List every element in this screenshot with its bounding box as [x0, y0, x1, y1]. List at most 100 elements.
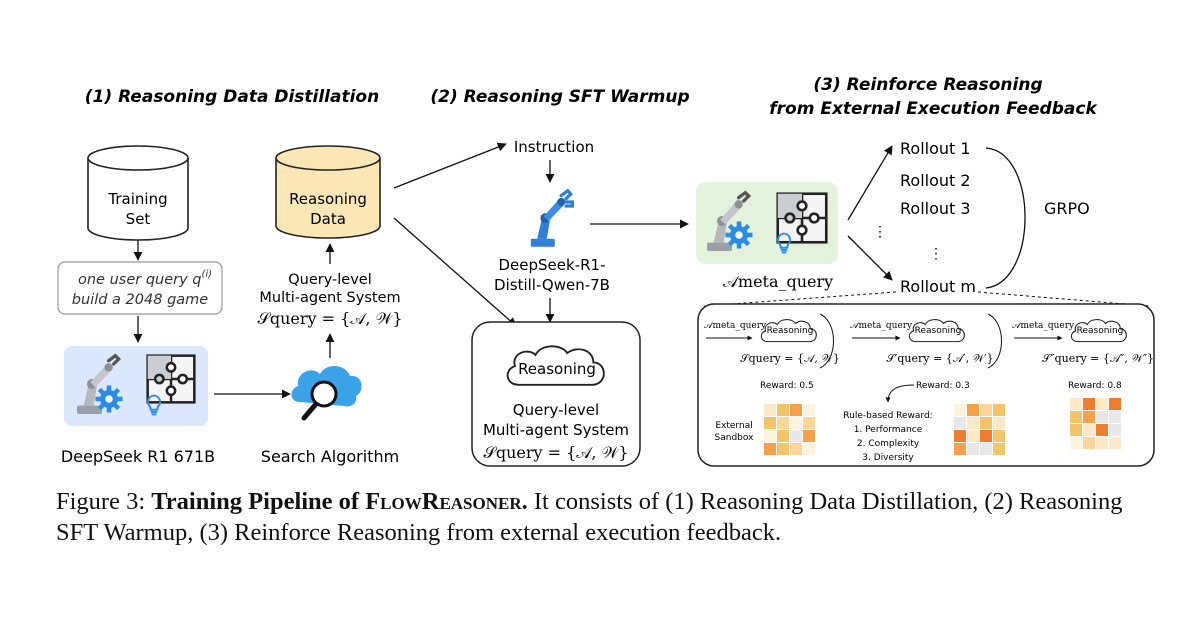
game-tile — [954, 430, 966, 442]
user-query-box: one user query q(i) build a 2048 game — [57, 261, 223, 315]
game-tile — [967, 404, 979, 416]
game-tile — [993, 443, 1005, 455]
detail-step3-reward: Reward: 0.8 — [1068, 381, 1122, 391]
game-tile — [1096, 437, 1108, 449]
training-set-label-2: Set — [126, 210, 151, 228]
zoom-line-right — [977, 291, 1151, 307]
game-tile — [967, 417, 979, 429]
game-tile — [980, 417, 992, 429]
grpo-label: GRPO — [1044, 199, 1090, 218]
game-tile — [803, 404, 815, 416]
search-algorithm-label: Search Algorithm — [261, 447, 399, 466]
meta-puzzle-icon — [776, 192, 828, 244]
game-tile — [954, 404, 966, 416]
game-tile — [790, 404, 802, 416]
caption-rest: It consists of (1) Reasoning Data Distil… — [56, 488, 1123, 546]
game-tile — [1096, 398, 1108, 410]
detail-step1-bracket — [819, 313, 834, 369]
instruction-label: Instruction — [514, 138, 594, 156]
stage2-heading: (2) Reasoning SFT Warmup — [430, 87, 689, 107]
game-tile — [803, 443, 815, 455]
game-tile — [1096, 424, 1108, 436]
detail-step2-bracket — [987, 313, 1002, 369]
arrow-meta-rolloutm — [847, 235, 893, 281]
game-tile — [777, 417, 789, 429]
stage2-model-line1: DeepSeek-R1- — [499, 256, 606, 274]
stage2-model-line2: Distill-Qwen-7B — [494, 276, 610, 294]
detail-step1-agent: 𝒜meta_query — [704, 321, 767, 331]
game-tile — [764, 430, 776, 442]
stage2-mas-line1: Query-level — [513, 401, 599, 419]
deepseek-distill-robot-icon — [528, 188, 575, 249]
reward-feedback-arrow — [885, 384, 915, 403]
stage3-heading-line2: from External Execution Feedback — [769, 99, 1098, 119]
rollout-vdots-right: ⋮ — [929, 245, 943, 261]
caption-bold: Training Pipeline of FlowReasoner. — [151, 488, 528, 515]
arrow-meta-rollout1 — [847, 145, 893, 221]
game-board-2 — [954, 404, 1005, 455]
game-tile — [1096, 411, 1108, 423]
rule-item-2: 2. Complexity — [857, 439, 920, 449]
detail-step1-cloud-label: Reasoning — [767, 326, 814, 336]
training-set-cylinder: Training Set — [87, 145, 189, 241]
caption-prefix: Figure 3: — [56, 488, 152, 515]
meta-query-label: 𝒜meta_query — [723, 272, 833, 291]
grpo-bracket — [985, 147, 1026, 289]
detail-step2-reward: Reward: 0.3 — [916, 381, 970, 391]
detail-step3-agent: 𝒜meta_query — [1012, 321, 1075, 331]
stage1-mas-formula: 𝒮query = {𝒜, 𝒲} — [257, 309, 402, 328]
game-board-1 — [764, 404, 815, 455]
detail-step2-formula: 𝒮′query = {𝒜′, 𝒲′} — [886, 352, 993, 365]
game-tile — [1083, 424, 1095, 436]
detail-step2-agent: 𝒜meta_query — [850, 321, 913, 331]
game-tile — [993, 417, 1005, 429]
game-tile — [980, 404, 992, 416]
stage2-mas-line2: Multi-agent System — [483, 421, 629, 439]
arrow-data-reasoningbox — [393, 217, 517, 327]
reasoning-data-cylinder: Reasoning Data — [275, 145, 381, 239]
game-tile — [954, 417, 966, 429]
deepseek-r1-label: DeepSeek R1 671B — [61, 447, 215, 466]
pipeline-diagram: (1) Reasoning Data Distillation (2) Reas… — [57, 75, 1155, 467]
game-tile — [954, 443, 966, 455]
training-set-label-1: Training — [107, 190, 167, 208]
user-query-line2: build a 2048 game — [72, 292, 208, 308]
svg-text:one user query q(i): one user query q(i) — [78, 269, 212, 288]
deepseek-r1-agent-panel — [64, 346, 208, 426]
arrow-data-instruction — [393, 142, 507, 189]
game-tile — [1070, 411, 1082, 423]
reasoning-data-label-1: Reasoning — [289, 190, 367, 208]
rule-item-1: 1. Performance — [854, 425, 923, 435]
rollout-1: Rollout 1 — [900, 139, 971, 158]
game-tile — [803, 417, 815, 429]
game-tile — [1083, 411, 1095, 423]
game-tile — [1083, 398, 1095, 410]
game-tile — [1109, 398, 1121, 410]
reasoning-data-label-2: Data — [310, 210, 346, 228]
game-tile — [993, 430, 1005, 442]
zoom-line-left — [703, 291, 897, 307]
rule-item-3: 3. Diversity — [862, 453, 914, 463]
stage1-mas-line2: Multi-agent System — [259, 290, 400, 306]
sandbox-label-1: External — [715, 421, 752, 431]
meta-agent-panel — [696, 182, 838, 264]
rule-title: Rule-based Reward: — [843, 411, 932, 421]
search-algorithm-icon — [291, 365, 362, 421]
stage3-heading-line1: (3) Reinforce Reasoning — [813, 75, 1042, 95]
game-tile — [967, 443, 979, 455]
stage2-mas-formula: 𝒮query = {𝒜, 𝒲} — [483, 443, 628, 462]
game-tile — [1109, 411, 1121, 423]
game-tile — [1070, 437, 1082, 449]
game-tile — [764, 443, 776, 455]
sandbox-label-2: Sandbox — [715, 433, 755, 443]
game-tile — [1070, 424, 1082, 436]
game-tile — [980, 430, 992, 442]
stage2-cloud-label: Reasoning — [518, 360, 596, 378]
stage1-mas-line1: Query-level — [288, 272, 372, 288]
detail-step1-reward: Reward: 0.5 — [760, 381, 814, 391]
stage2-reasoning-box: Reasoning Query-level Multi-agent System… — [471, 321, 641, 467]
stage1-heading: (1) Reasoning Data Distillation — [85, 87, 379, 107]
game-tile — [980, 443, 992, 455]
game-tile — [777, 404, 789, 416]
gear-icon — [95, 385, 123, 413]
